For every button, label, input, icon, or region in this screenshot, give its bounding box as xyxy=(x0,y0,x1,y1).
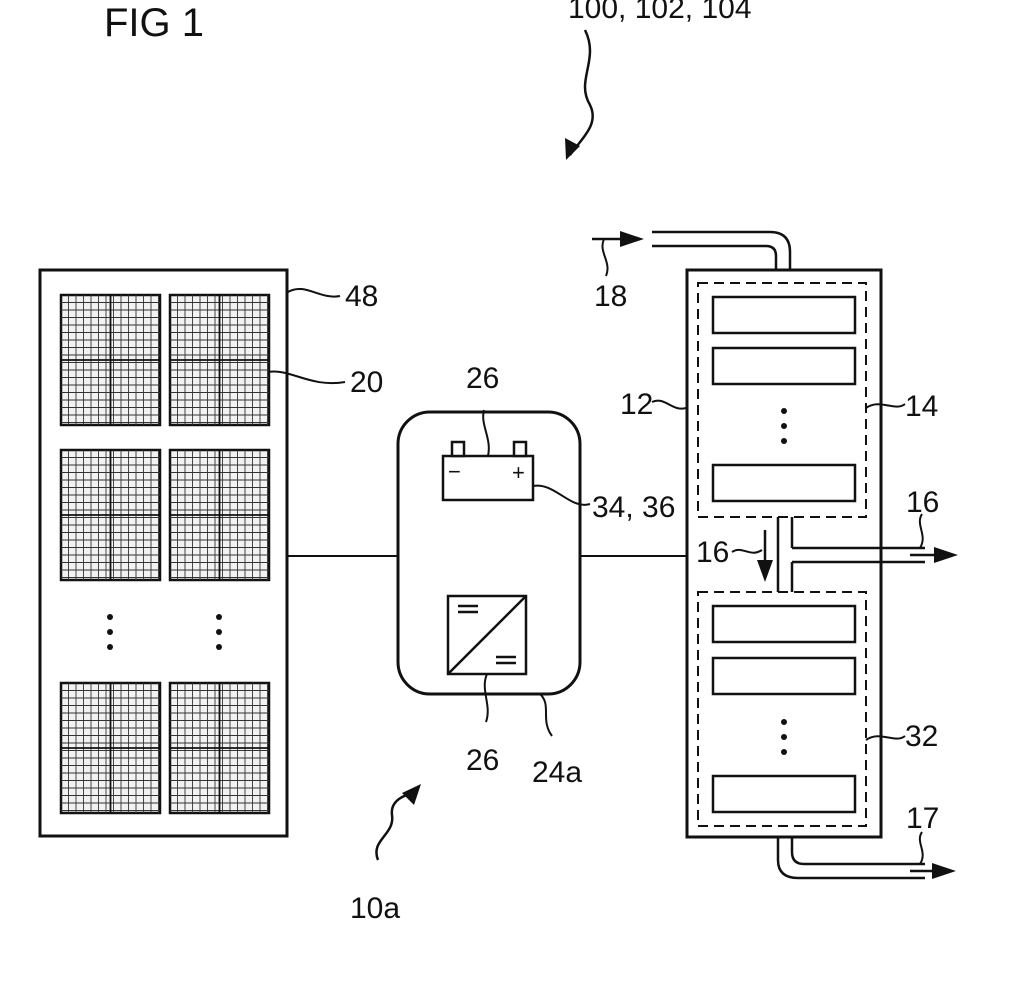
inlet-pipe-outer xyxy=(652,232,790,270)
outlet-17-pipe-outer xyxy=(778,837,925,878)
electrolysis-cell xyxy=(713,606,855,642)
ref-16-right-label: 16 xyxy=(906,486,939,519)
outlet-17-arrowhead xyxy=(932,863,956,879)
ref-14-label: 14 xyxy=(905,390,938,423)
ref-20-label: 20 xyxy=(350,366,383,399)
ref-16-right-leader xyxy=(920,514,923,548)
ref-10a-arrowhead xyxy=(402,784,421,805)
solar-panel xyxy=(170,295,269,425)
inlet-arrowhead xyxy=(620,231,644,247)
solar-panel xyxy=(170,683,269,813)
system-ref-leader xyxy=(570,30,593,155)
ref-26-bottom-label: 26 xyxy=(466,744,499,777)
ref-12-leader xyxy=(652,401,686,409)
ref-34-36-label: 34, 36 xyxy=(592,491,675,524)
outlet-16-arrowhead xyxy=(934,547,958,563)
ref-12-label: 12 xyxy=(620,388,653,421)
electrolysis-cell xyxy=(713,465,855,501)
ref-48-leader xyxy=(288,289,340,297)
ref-24a-label: 24a xyxy=(532,756,582,789)
solar-panel xyxy=(170,450,269,580)
ref-48-label: 48 xyxy=(345,280,378,313)
figure-title: FIG 1 xyxy=(104,1,204,45)
electrolysis-cell xyxy=(713,776,855,812)
solar-panel xyxy=(61,683,160,813)
electrolysis-cell xyxy=(713,658,855,694)
ref-10a-label: 10a xyxy=(350,892,400,925)
solar-panel xyxy=(61,295,160,425)
system-ref-label: 100, 102, 104 xyxy=(568,0,752,25)
electrolysis-cell xyxy=(713,348,855,384)
battery-plus: + xyxy=(512,460,525,485)
ref-26-top-label: 26 xyxy=(466,362,499,395)
system-ref-arrowhead xyxy=(565,138,580,160)
electrolysis-cell xyxy=(713,297,855,333)
ref-10a-leader xyxy=(376,792,415,860)
ref-17-label: 17 xyxy=(906,802,939,835)
ref-17-leader xyxy=(920,832,923,864)
solar-panel xyxy=(61,450,160,580)
outlet-17-pipe-inner xyxy=(792,837,925,864)
converter-icon xyxy=(448,596,526,674)
ref-24a-leader xyxy=(540,694,552,736)
ref-32-label: 32 xyxy=(905,720,938,753)
inlet-pipe-inner xyxy=(652,246,776,270)
ref-18-leader xyxy=(602,239,607,276)
battery-minus: − xyxy=(448,459,461,484)
ref-16-left-label: 16 xyxy=(696,536,729,569)
ref-18-label: 18 xyxy=(594,280,627,313)
